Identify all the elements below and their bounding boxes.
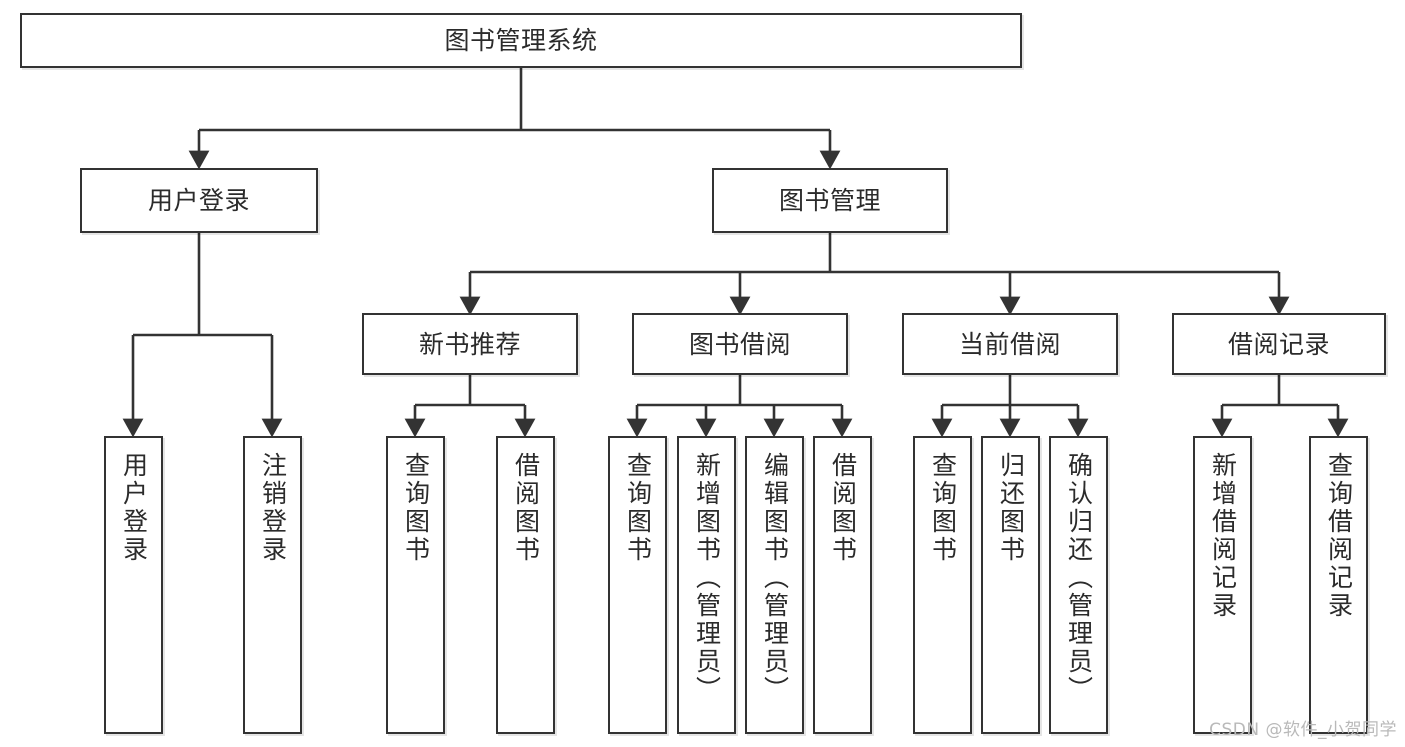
leaf-logout[interactable]: 注销登录	[243, 436, 302, 734]
leaf-bb-edit-book-admin[interactable]: 编辑图书（管理员）	[745, 436, 804, 734]
leaf-bb-add-book-admin[interactable]: 新增图书（管理员）	[677, 436, 736, 734]
node-label: 查询图书	[401, 452, 431, 564]
node-label: 当前借阅	[958, 329, 1061, 359]
node-user-login[interactable]: 用户登录	[80, 168, 318, 233]
node-label: 新增图书（管理员）	[692, 452, 722, 704]
leaf-cb-confirm-return-admin[interactable]: 确认归还（管理员）	[1049, 436, 1108, 734]
node-label: 编辑图书（管理员）	[760, 452, 790, 704]
node-label: 图书借阅	[688, 329, 791, 359]
node-label: 归还图书	[996, 452, 1026, 564]
leaf-bb-query-book[interactable]: 查询图书	[608, 436, 667, 734]
node-label: 图书管理系统	[444, 26, 598, 55]
node-book-management[interactable]: 图书管理	[712, 168, 948, 233]
leaf-nb-query-book[interactable]: 查询图书	[386, 436, 445, 734]
leaf-bb-borrow-book[interactable]: 借阅图书	[813, 436, 872, 734]
csdn-watermark: CSDN @软件_小贺同学	[1209, 720, 1397, 740]
node-label: 图书管理	[778, 186, 881, 215]
leaf-cb-query-book[interactable]: 查询图书	[913, 436, 972, 734]
node-label: 确认归还（管理员）	[1064, 452, 1094, 704]
node-label: 借阅记录	[1227, 329, 1330, 359]
node-label: 查询图书	[928, 452, 958, 564]
node-label: 查询借阅记录	[1324, 452, 1354, 620]
node-label: 借阅图书	[511, 452, 541, 564]
node-label: 新书推荐	[418, 329, 521, 359]
node-label: 查询图书	[623, 452, 653, 564]
node-label: 借阅图书	[828, 452, 858, 564]
leaf-cb-return-book[interactable]: 归还图书	[981, 436, 1040, 734]
node-label: 用户登录	[147, 186, 250, 215]
leaf-nb-borrow-book[interactable]: 借阅图书	[496, 436, 555, 734]
node-book-borrow[interactable]: 图书借阅	[632, 313, 848, 375]
node-label: 用户登录	[119, 452, 149, 564]
leaf-br-query-record[interactable]: 查询借阅记录	[1309, 436, 1368, 734]
leaf-user-login[interactable]: 用户登录	[104, 436, 163, 734]
node-borrow-record[interactable]: 借阅记录	[1172, 313, 1386, 375]
node-current-borrow[interactable]: 当前借阅	[902, 313, 1118, 375]
node-new-book-recommend[interactable]: 新书推荐	[362, 313, 578, 375]
node-label: 注销登录	[258, 452, 288, 564]
leaf-br-add-record[interactable]: 新增借阅记录	[1193, 436, 1252, 734]
node-root-book-management-system[interactable]: 图书管理系统	[20, 13, 1022, 68]
node-label: 新增借阅记录	[1208, 452, 1238, 620]
